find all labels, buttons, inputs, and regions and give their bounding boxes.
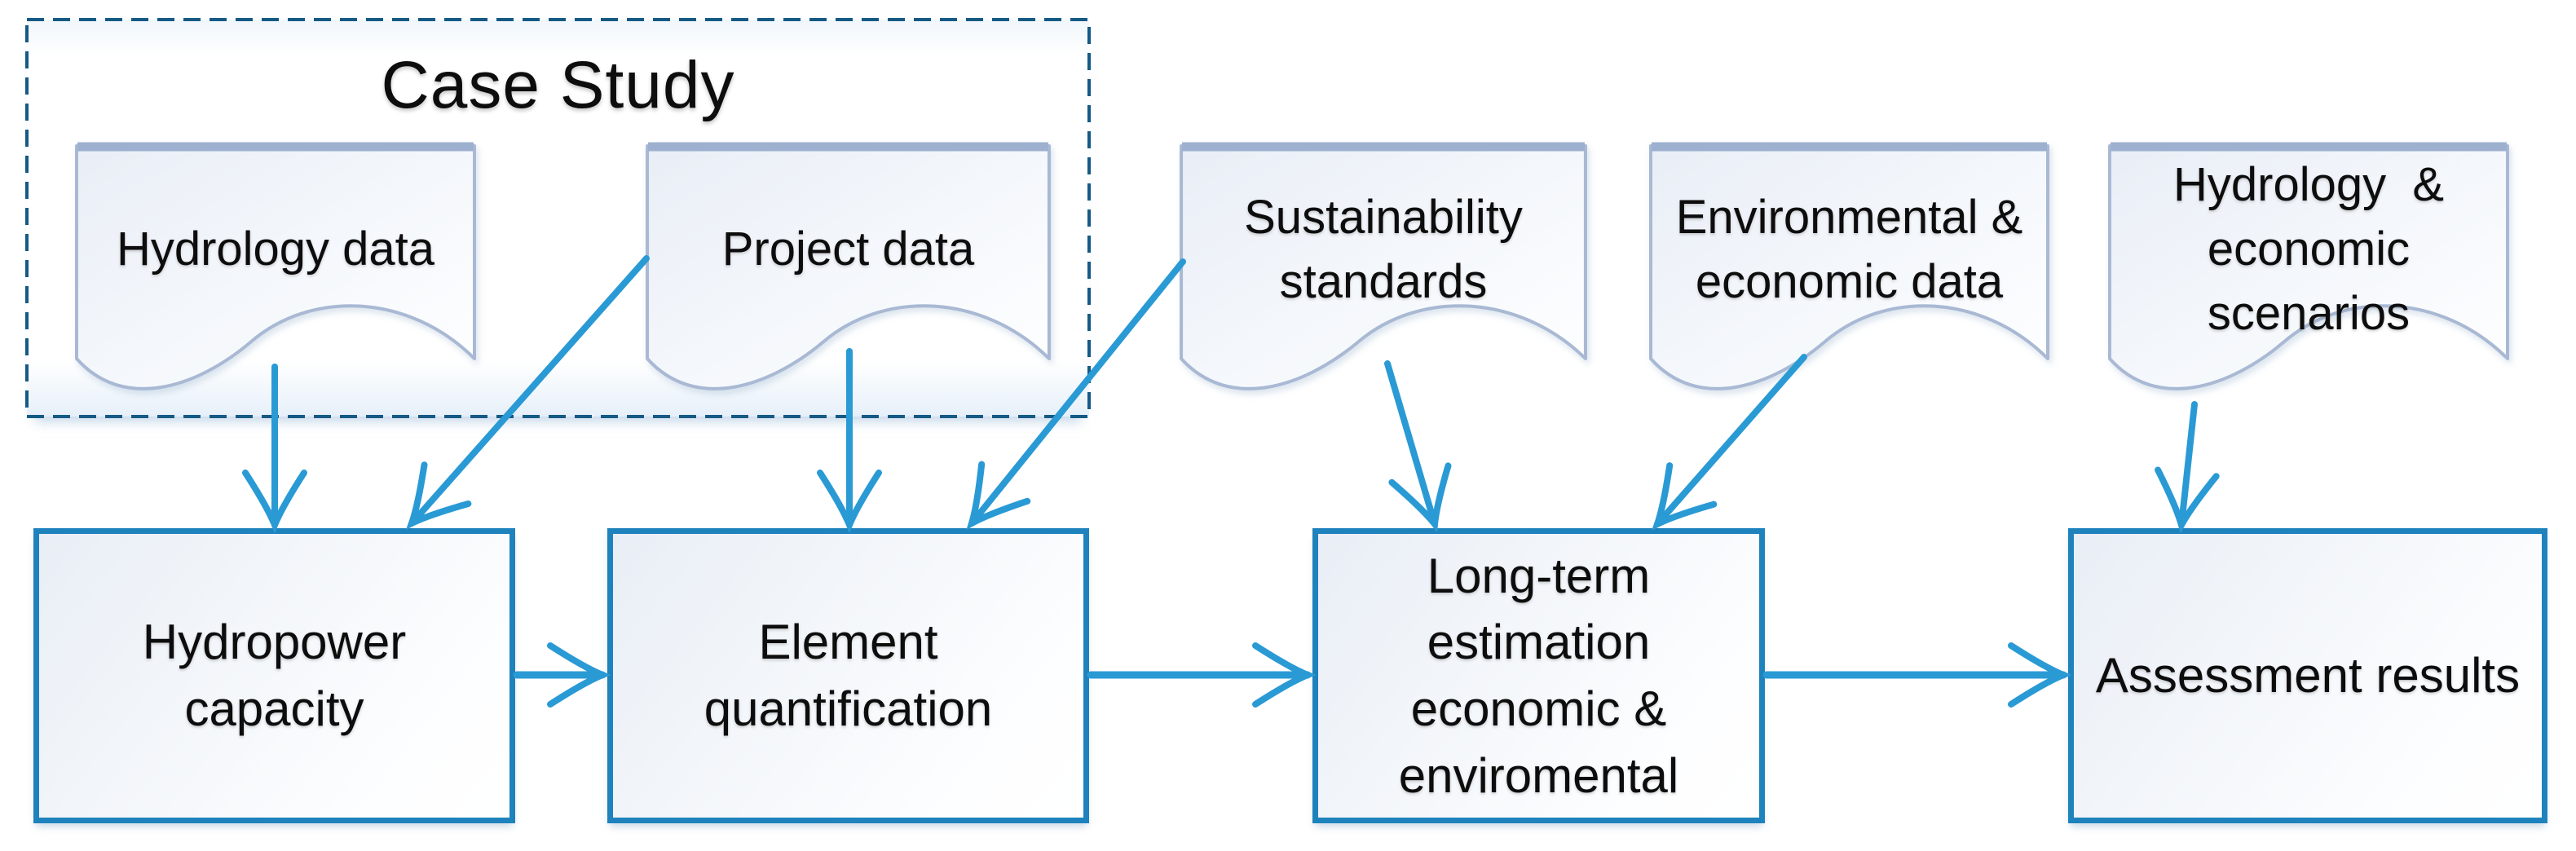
arrow-hydrology-economic-scenarios-to-assessment-results — [2155, 401, 2220, 534]
doc-label-environmental-economic-data: Environmental & economic data — [1675, 190, 2023, 308]
document-wave-shape-icon — [1648, 142, 2050, 390]
doc-label-hydrology-data: Hydrology data — [116, 223, 435, 276]
document-wave-shape-icon — [1180, 142, 1587, 390]
process-label-assessment-results: Assessment results — [2095, 648, 2521, 703]
process-label-hydropower-capacity: Hydropower capacity — [142, 615, 407, 736]
document-wave-shape-icon — [2108, 142, 2509, 390]
process-assessment-results[interactable]: Assessment results — [2068, 528, 2547, 823]
doc-hydrology-data[interactable]: Hydrology data — [74, 141, 477, 410]
doc-label-project-data: Project data — [721, 223, 975, 276]
case-study-title: Case Study — [381, 48, 735, 122]
doc-environmental-economic-data[interactable]: Environmental & economic data — [1648, 141, 2050, 410]
doc-label-hydrology-economic-scenarios: Hydrology & economic scenarios — [2172, 158, 2445, 340]
doc-project-data[interactable]: Project data — [645, 141, 1052, 410]
doc-sustainability-standards[interactable]: Sustainability standards — [1179, 141, 1588, 410]
process-hydropower-capacity[interactable]: Hydropower capacity — [33, 528, 515, 823]
doc-label-sustainability-standards: Sustainability standards — [1244, 190, 1523, 308]
process-long-term-estimation[interactable]: Long-term estimation economic & envirome… — [1312, 528, 1765, 823]
process-label-element-quantification: Element quantification — [704, 615, 993, 736]
process-element-quantification[interactable]: Element quantification — [607, 528, 1089, 823]
process-label-long-term-estimation: Long-term estimation economic & envirome… — [1398, 548, 1679, 803]
doc-hydrology-economic-scenarios[interactable]: Hydrology & economic scenarios — [2107, 141, 2510, 410]
